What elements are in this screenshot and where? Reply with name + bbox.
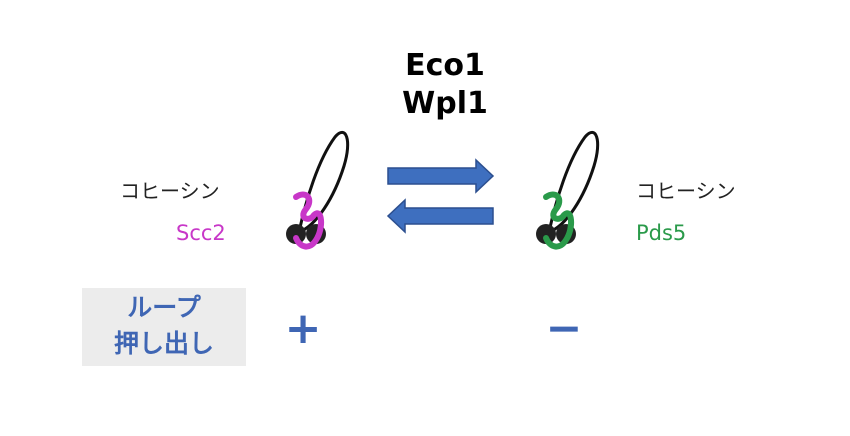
loop-extrusion-line2: 押し出し bbox=[113, 329, 214, 358]
scc2-strand bbox=[293, 191, 324, 250]
loop-extrusion-box bbox=[82, 288, 246, 366]
partner-label-pds5: Pds5 bbox=[636, 221, 687, 245]
cohesin-head-left-a bbox=[286, 224, 306, 244]
arrow-right-icon bbox=[387, 158, 495, 194]
sign-plus: + bbox=[284, 303, 322, 354]
pds5-strand bbox=[543, 191, 574, 250]
cohesin-label-left: コヒーシン bbox=[120, 179, 220, 203]
cohesin-ring-right bbox=[536, 130, 600, 250]
cohesin-ring-left bbox=[286, 130, 350, 250]
loop-extrusion-line1: ループ bbox=[127, 293, 201, 322]
cohesin-head-right-a bbox=[536, 224, 556, 244]
arrow-left-icon bbox=[386, 198, 494, 234]
factor-wpl1: Wpl1 bbox=[402, 86, 488, 121]
factor-eco1: Eco1 bbox=[405, 48, 485, 83]
partner-label-scc2: Scc2 bbox=[176, 221, 226, 245]
cohesin-label-right: コヒーシン bbox=[636, 179, 736, 203]
sign-minus: − bbox=[545, 303, 583, 354]
